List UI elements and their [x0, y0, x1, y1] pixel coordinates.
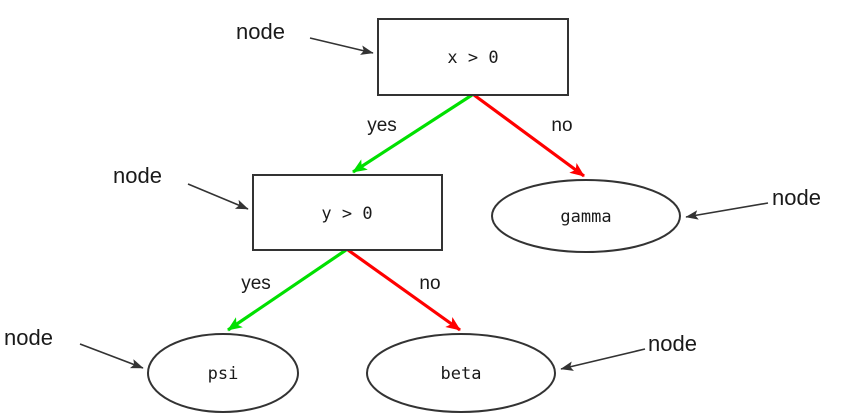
node-root[interactable]: x > 0 — [377, 18, 569, 96]
edge-inner-no-beta — [347, 248, 461, 332]
node-psi-ellipse[interactable] — [147, 333, 299, 413]
node-psi[interactable]: psi — [147, 333, 299, 413]
node-root-label: x > 0 — [447, 48, 498, 68]
annotation-gamma-leader — [685, 202, 769, 220]
node-beta-ellipse[interactable] — [366, 333, 556, 413]
edge-line-inner-no — [347, 248, 461, 332]
annotation-root-leader — [309, 37, 374, 55]
node-gamma-ellipse[interactable] — [491, 179, 681, 253]
annotation-beta: node — [560, 331, 697, 371]
edge-line-inner-yes — [227, 248, 347, 332]
annotation-root: node — [236, 19, 374, 55]
annotation-psi: node — [4, 325, 144, 369]
node-gamma-label: gamma — [560, 207, 611, 227]
annotation-inner-leader — [187, 183, 249, 210]
edge-inner-yes-psi — [227, 248, 347, 332]
node-inner[interactable]: y > 0 — [252, 174, 443, 251]
annotation-root-label: node — [236, 19, 285, 44]
node-inner-label: y > 0 — [321, 204, 372, 224]
annotation-gamma: node — [685, 185, 821, 220]
edge-label-inner-yes: yes — [241, 273, 271, 294]
annotation-gamma-label: node — [772, 185, 821, 210]
edge-line-root-no — [473, 93, 585, 178]
annotation-psi-label: node — [4, 325, 53, 350]
node-root-box[interactable] — [377, 18, 569, 96]
annotation-beta-leader — [560, 348, 646, 371]
edge-label-root-yes: yes — [367, 115, 397, 136]
node-beta[interactable]: beta — [366, 333, 556, 413]
node-gamma[interactable]: gamma — [491, 179, 681, 253]
edge-root-yes-inner — [352, 93, 473, 174]
node-psi-label: psi — [208, 364, 239, 384]
annotation-inner-label: node — [113, 163, 162, 188]
edge-line-root-yes — [352, 93, 473, 174]
annotation-beta-label: node — [648, 331, 697, 356]
node-inner-box[interactable] — [252, 174, 443, 251]
node-beta-label: beta — [441, 364, 482, 384]
edge-root-no-gamma — [473, 93, 585, 178]
edge-label-inner-no: no — [419, 273, 440, 294]
edge-label-root-no: no — [551, 115, 572, 136]
annotation-psi-leader — [79, 343, 144, 369]
annotation-inner: node — [113, 163, 249, 210]
